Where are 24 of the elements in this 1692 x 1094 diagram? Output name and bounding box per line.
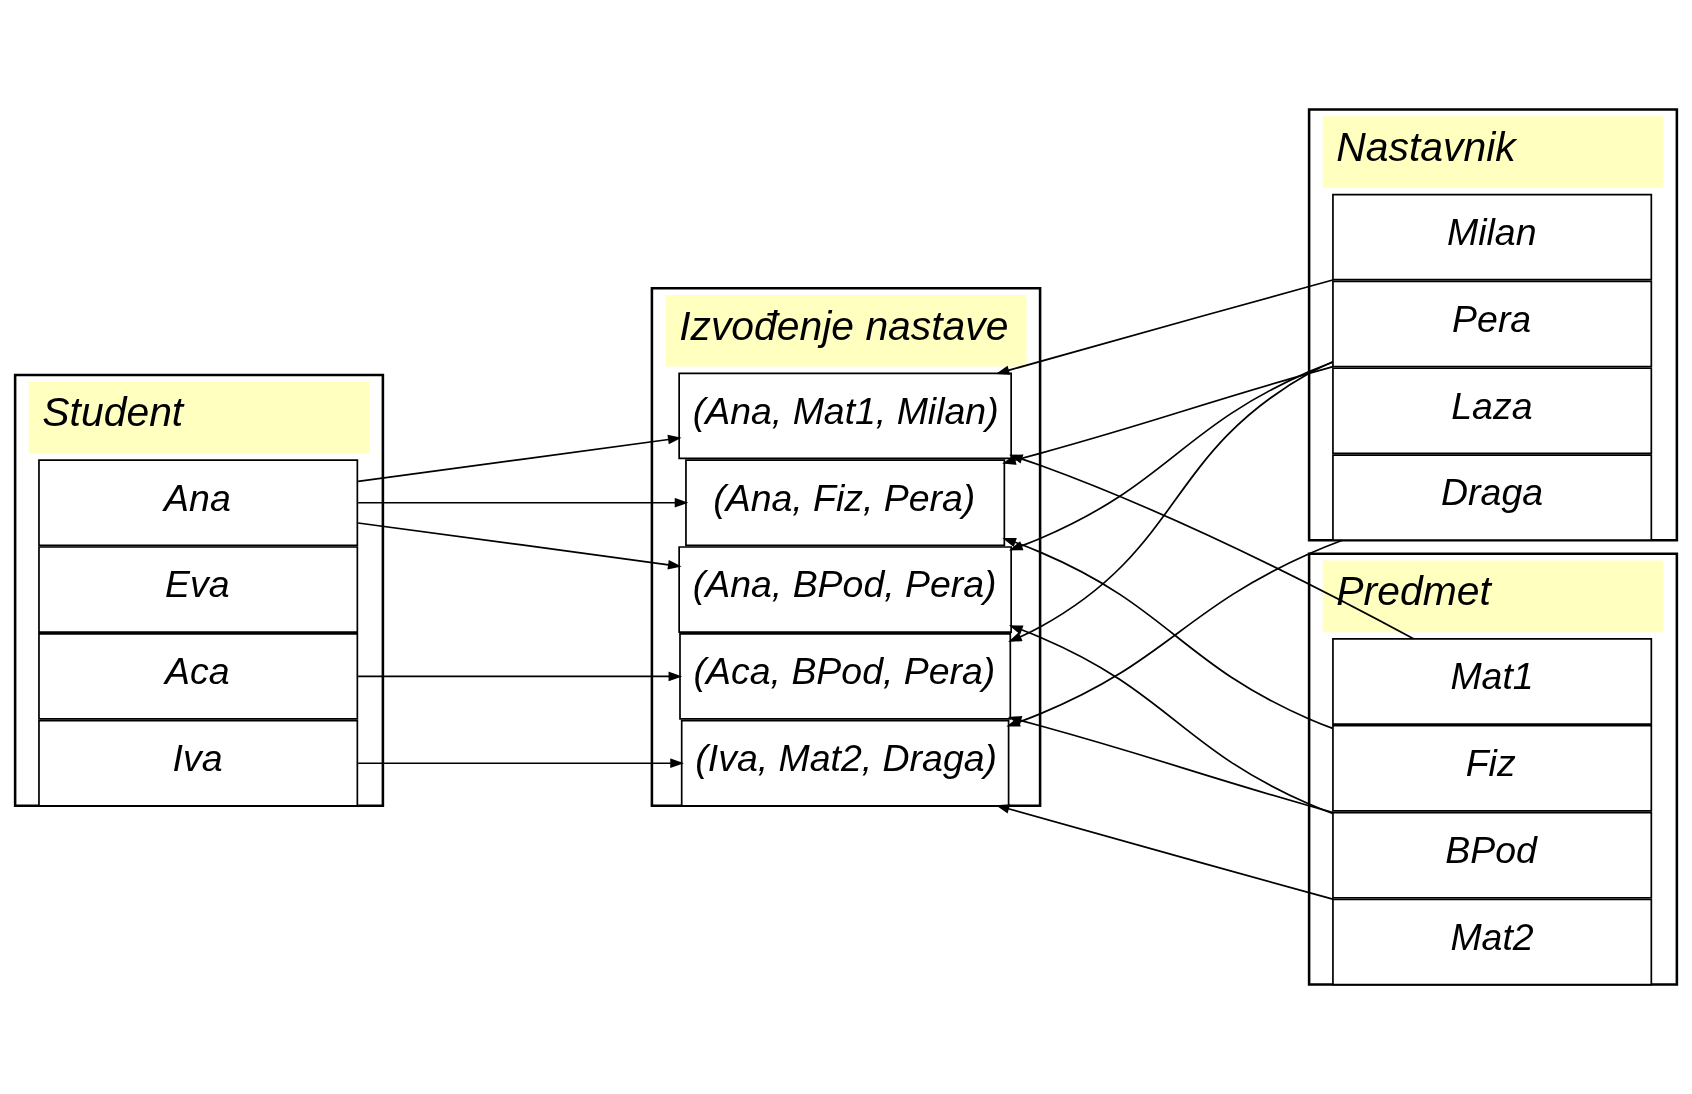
node-box: (Ana, Fiz, Pera) bbox=[685, 459, 1006, 547]
node-box: Iva bbox=[38, 719, 359, 807]
arrow bbox=[357, 497, 689, 508]
arrow bbox=[995, 804, 1335, 901]
arrow bbox=[995, 278, 1335, 375]
node-box: (Aca, BPod, Pera) bbox=[679, 633, 1012, 720]
node-box: Laza bbox=[1332, 367, 1653, 455]
node-box: (Ana, BPod, Pera) bbox=[678, 546, 1012, 633]
arrow bbox=[357, 522, 682, 570]
node-box: (Ana, Mat1, Milan) bbox=[678, 372, 1012, 460]
node-box: Milan bbox=[1332, 193, 1653, 281]
node-box: Pera bbox=[1332, 280, 1653, 368]
node-box: Mat2 bbox=[1332, 898, 1653, 986]
node-box: Mat1 bbox=[1332, 638, 1653, 725]
arrow bbox=[357, 671, 683, 682]
node-box: Eva bbox=[38, 546, 359, 633]
node-box: Aca bbox=[38, 633, 359, 720]
node-box: BPod bbox=[1332, 811, 1653, 899]
node-box: Draga bbox=[1332, 454, 1653, 542]
node-box: Fiz bbox=[1332, 724, 1653, 812]
node-box: (Iva, Mat2, Draga) bbox=[680, 719, 1010, 807]
arrow bbox=[357, 758, 684, 768]
arrow bbox=[357, 434, 682, 483]
node-box: Ana bbox=[38, 459, 359, 547]
